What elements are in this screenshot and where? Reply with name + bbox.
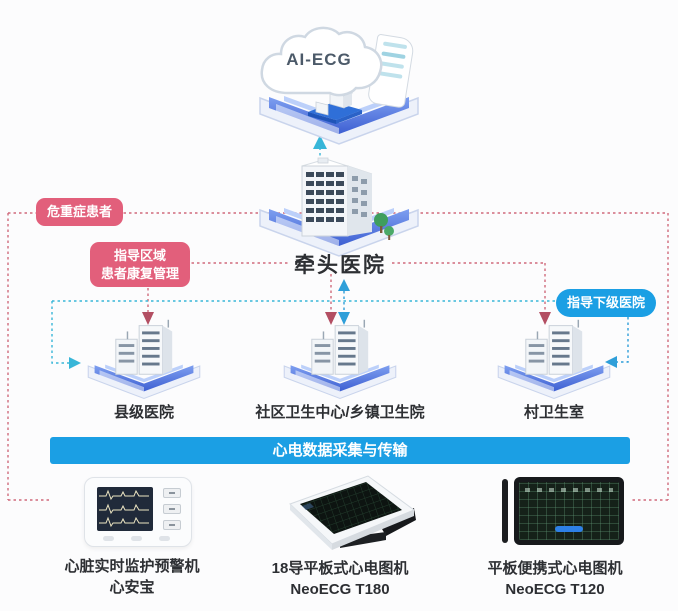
heart-monitor-label-line2: 心安宝 xyxy=(109,579,155,596)
heart-monitor-label: 心脏实时监护预警机 心安宝 xyxy=(32,556,232,598)
lead-hospital-label: 牵头医院 xyxy=(294,254,386,277)
county-hospital-label: 县级医院 xyxy=(113,404,174,421)
t180-label-line2: NeoECG T180 xyxy=(290,581,390,598)
t120-label-line1: 平板便携式心电图机 xyxy=(487,560,623,577)
monitor-indicator-left xyxy=(103,536,114,541)
ecg-data-banner: 心电数据采集与传输 xyxy=(50,437,630,464)
heart-monitor-device-illustration xyxy=(84,477,192,547)
community-center-building-icon xyxy=(311,319,369,375)
monitor-indicator-center xyxy=(131,536,142,541)
monitor-button-down xyxy=(163,520,181,530)
ai-ecg-label: AI-ECG xyxy=(286,50,352,69)
guide-lower-hospitals-text: 指导下级医院 xyxy=(567,295,646,310)
village-clinic-label: 村卫生室 xyxy=(523,404,584,421)
portable-ecg-t120-illustration xyxy=(498,477,624,547)
t120-screen xyxy=(519,482,619,540)
t120-body xyxy=(514,477,624,545)
monitor-indicator-right xyxy=(159,536,170,541)
ecg-data-banner-text: 心电数据采集与传输 xyxy=(272,442,408,459)
critical-patients-text: 危重症患者 xyxy=(47,204,113,219)
t120-label: 平板便携式心电图机 NeoECG T120 xyxy=(455,558,655,600)
t180-label: 18导平板式心电图机 NeoECG T180 xyxy=(240,558,440,600)
ai-ecg-cloud-icon: AI-ECG xyxy=(250,22,400,108)
t120-status-strip xyxy=(525,488,613,492)
county-hospital-building-icon xyxy=(115,319,173,375)
guide-rehab-badge: 指导区域 患者康复管理 xyxy=(90,242,191,288)
t120-action-button xyxy=(555,526,583,532)
community-center-label: 社区卫生中心/乡镇卫生院 xyxy=(255,404,425,421)
tablet-ecg-t180-illustration xyxy=(289,475,416,550)
monitor-button-up xyxy=(163,488,181,498)
lead-hospital-building-icon xyxy=(301,157,394,240)
monitor-button-middle xyxy=(163,504,181,514)
t180-label-line1: 18导平板式心电图机 xyxy=(271,560,409,577)
guide-rehab-line2: 患者康复管理 xyxy=(101,265,180,281)
t120-label-line2: NeoECG T120 xyxy=(505,581,605,598)
heart-monitor-screen xyxy=(97,487,153,531)
heart-monitor-label-line1: 心脏实时监护预警机 xyxy=(64,558,200,575)
critical-patients-badge: 危重症患者 xyxy=(36,198,124,226)
village-clinic-building-icon xyxy=(525,319,583,375)
guide-rehab-line1: 指导区域 xyxy=(114,248,167,263)
t120-side-edge xyxy=(502,479,508,543)
guide-lower-hospitals-badge: 指导下级医院 xyxy=(556,289,657,317)
